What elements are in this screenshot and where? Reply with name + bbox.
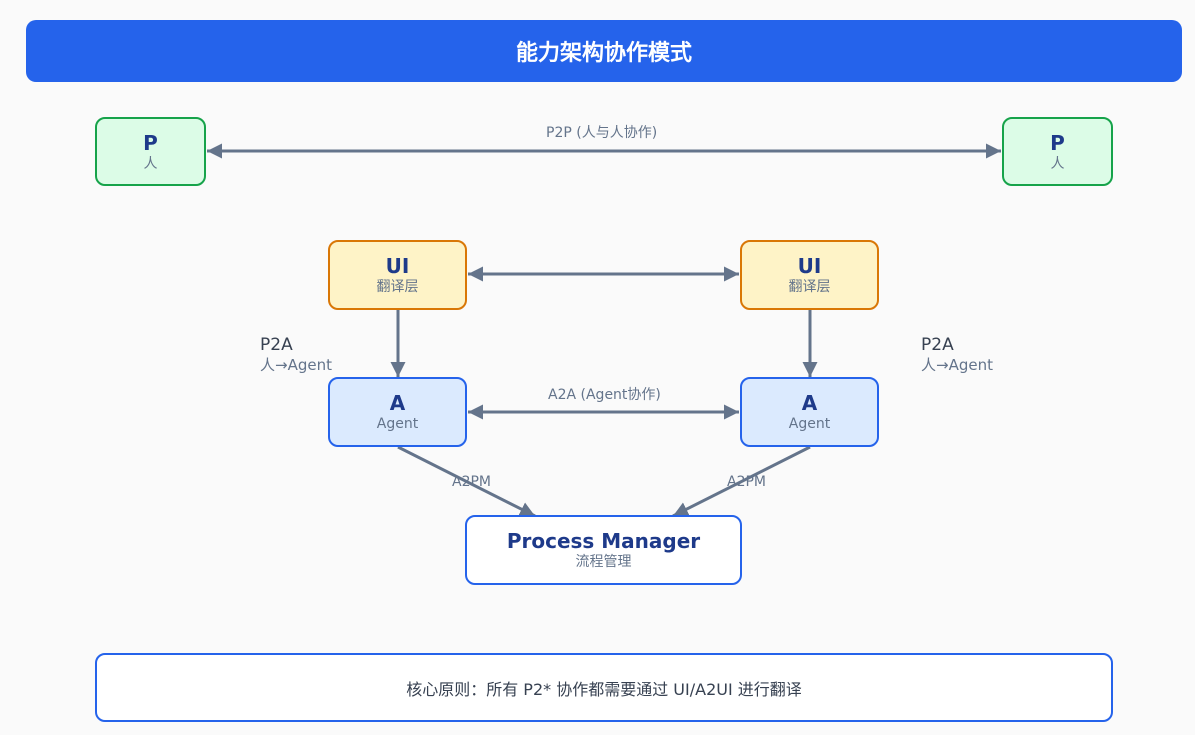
edge-a2pm-right (672, 445, 811, 518)
side-label-title: P2A (921, 335, 954, 355)
node-label: A (801, 391, 818, 415)
core-principle-text: 核心原则：所有 P2* 协作都需要通过 UI/A2UI 进行翻译 (406, 679, 802, 699)
node-ui-left[interactable]: UI 翻译层 (328, 240, 467, 310)
edge-label-p2p: P2P (人与人协作) (546, 125, 658, 141)
node-agent-left[interactable]: A Agent (328, 377, 467, 447)
node-sublabel: 人 (1050, 155, 1065, 172)
side-label-subtitle: 人→Agent (921, 356, 993, 374)
node-label: A (389, 391, 406, 415)
node-label: UI (797, 254, 822, 278)
node-sublabel: 翻译层 (376, 279, 419, 295)
edge-label-a2pm-left: A2PM (452, 474, 492, 490)
core-principle-box: 核心原则：所有 P2* 协作都需要通过 UI/A2UI 进行翻译 (95, 653, 1113, 722)
node-agent-right[interactable]: A Agent (740, 377, 879, 447)
node-sublabel: Agent (376, 416, 419, 432)
side-label-subtitle: 人→Agent (260, 356, 332, 374)
node-sublabel: 人 (143, 155, 158, 172)
node-sublabel: Agent (788, 416, 831, 432)
edge-a2pm-left (397, 445, 536, 518)
edge-label-a2pm-right: A2PM (727, 474, 767, 490)
node-label: P (143, 130, 158, 155)
side-label-p2a-right: P2A 人→Agent (921, 335, 993, 375)
side-label-p2a-left: P2A 人→Agent (260, 335, 332, 375)
node-ui-right[interactable]: UI 翻译层 (740, 240, 879, 310)
edge-label-a2a: A2A (Agent协作) (548, 387, 661, 403)
node-sublabel: 流程管理 (575, 554, 632, 570)
node-process-manager[interactable]: Process Manager 流程管理 (465, 515, 742, 585)
side-label-title: P2A (260, 335, 293, 355)
node-person-right[interactable]: P 人 (1002, 117, 1113, 186)
node-label: UI (385, 254, 410, 278)
node-person-left[interactable]: P 人 (95, 117, 206, 186)
diagram-title: 能力架构协作模式 (26, 20, 1182, 82)
node-label: P (1050, 130, 1065, 155)
node-label: Process Manager (506, 529, 701, 553)
node-sublabel: 翻译层 (788, 279, 831, 295)
